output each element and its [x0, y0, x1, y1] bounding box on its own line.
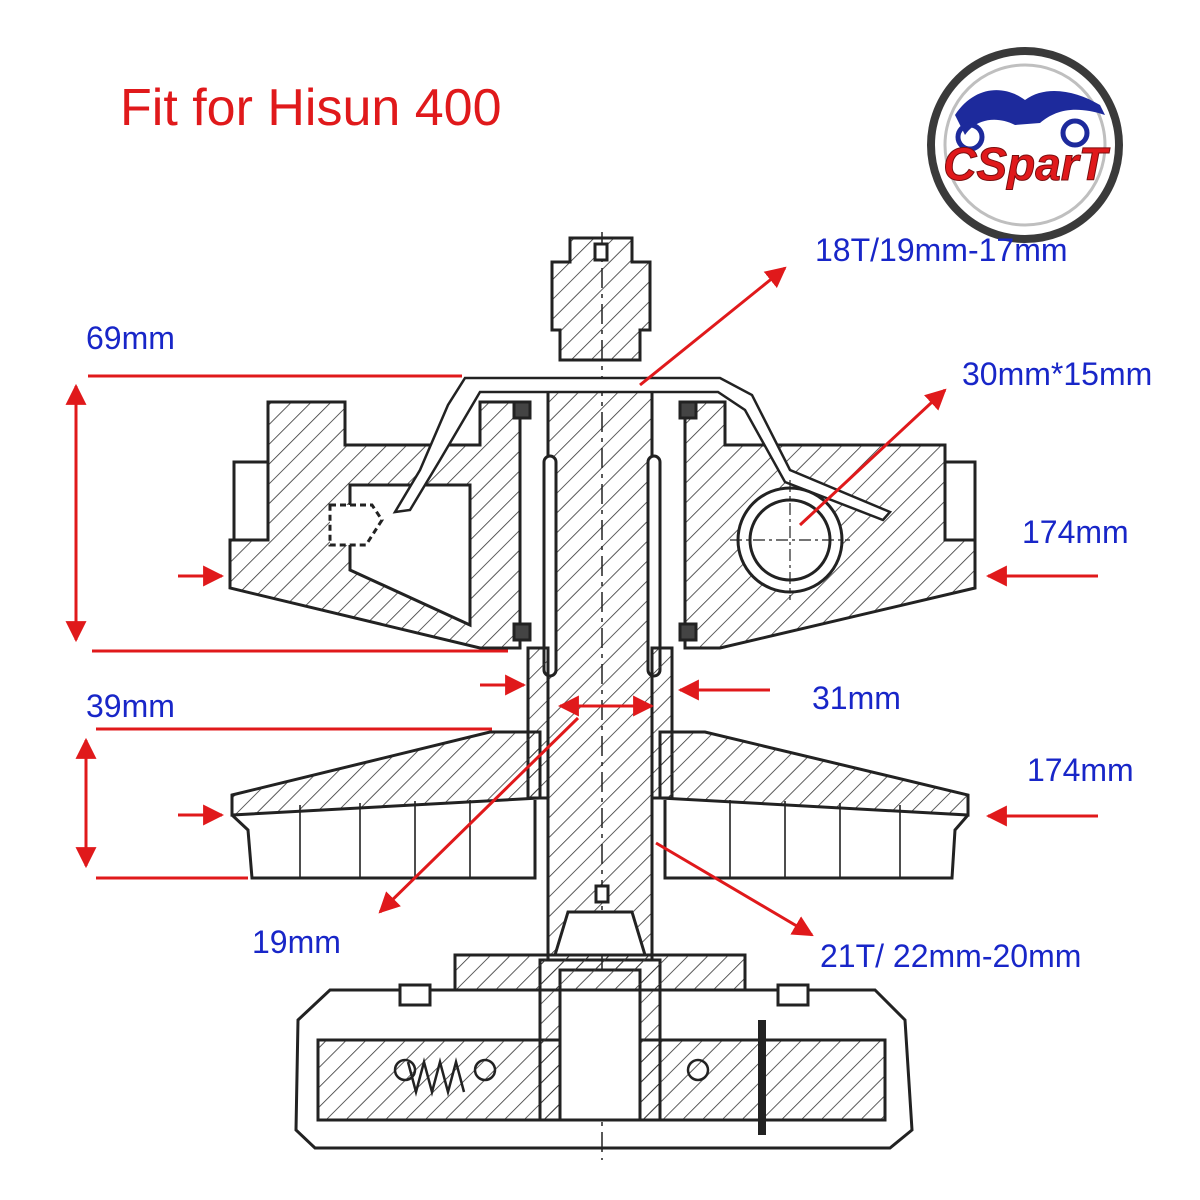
- brand-logo: CSparT: [925, 45, 1125, 245]
- label-lower-height: 39mm: [86, 688, 175, 724]
- lower-sheave: [230, 730, 970, 880]
- label-bore: 19mm: [252, 924, 341, 960]
- page-title: Fit for Hisun 400: [120, 79, 502, 137]
- upper-sheave: [228, 376, 977, 678]
- logo-text: CSparT: [943, 138, 1110, 190]
- label-bearing: 30mm*15mm: [962, 356, 1153, 392]
- label-lower-diameter: 174mm: [1027, 752, 1134, 788]
- label-top-spline: 18T/19mm-17mm: [815, 232, 1068, 268]
- clutch-housing: [294, 910, 914, 1150]
- drive-shaft: [546, 232, 654, 1160]
- motorbike-icon: [955, 90, 1105, 135]
- label-upper-diameter: 174mm: [1022, 514, 1129, 550]
- label-bottom-spline: 21T/ 22mm-20mm: [820, 938, 1082, 974]
- label-inner-diameter: 31mm: [812, 680, 901, 716]
- label-upper-height: 69mm: [86, 320, 175, 356]
- dimension-lines: [65, 266, 1098, 937]
